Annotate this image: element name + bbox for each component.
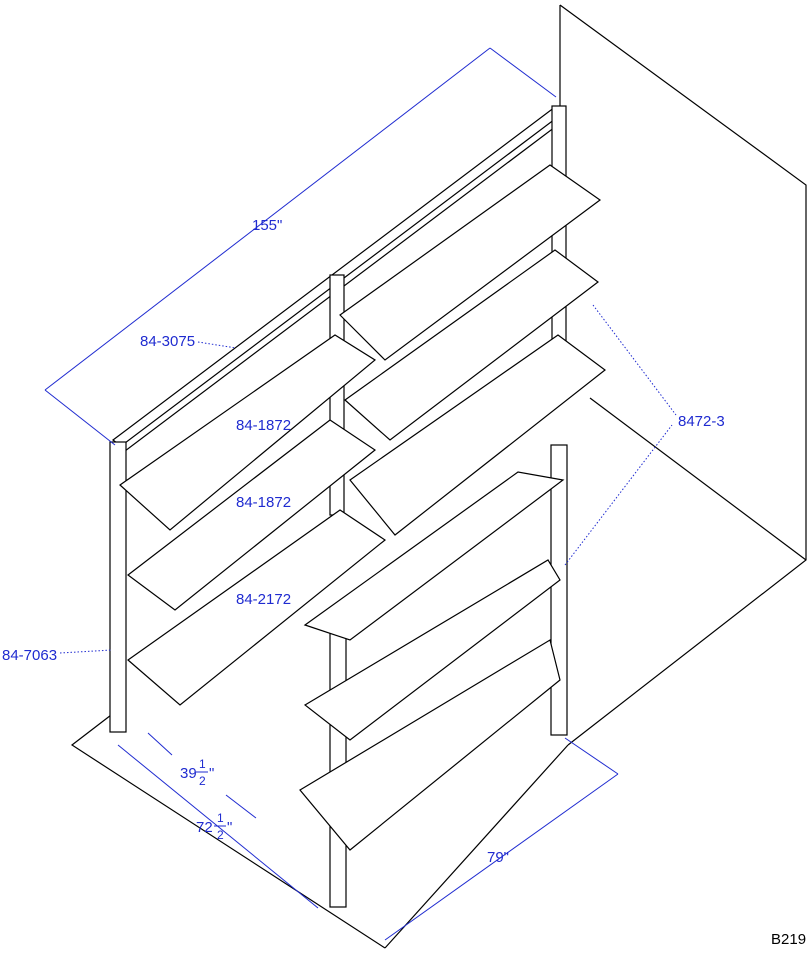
shelf-front-1 xyxy=(303,471,565,641)
shelf-right-1 xyxy=(339,164,602,361)
dim-depth-long: 72 xyxy=(196,819,213,836)
dim-depth-long-num: 1 xyxy=(217,811,224,825)
dim-depth-short-inch: " xyxy=(209,765,214,782)
dim-depth-short: 39 xyxy=(180,765,197,782)
upright-left xyxy=(109,441,127,733)
dim-depth-long-inch: " xyxy=(227,819,232,836)
upright-front-right xyxy=(550,444,568,736)
callout-upright: 84-7063 xyxy=(2,647,57,664)
room-outline xyxy=(70,4,807,949)
leader-lines xyxy=(59,304,677,654)
shelf-front-3 xyxy=(299,639,561,851)
shelf-left-3 xyxy=(127,509,387,706)
callout-shelf-middle: 84-1872 xyxy=(236,494,291,511)
drawing-code: B219 xyxy=(771,931,806,948)
shelf-left-1 xyxy=(119,334,377,531)
shelf-left-2 xyxy=(127,419,377,611)
callout-top-rail: 84-3075 xyxy=(140,333,195,350)
callout-shelf-lower: 84-2172 xyxy=(236,591,291,608)
lower-shelf-unit xyxy=(299,444,568,908)
dim-depth-short-num: 1 xyxy=(199,757,206,771)
dim-depth-long-den: 2 xyxy=(217,828,224,842)
shelf-front-2 xyxy=(303,559,561,741)
callout-shelf-upper: 84-1872 xyxy=(236,417,291,434)
upright-front-left xyxy=(329,611,347,908)
shelf-right-3 xyxy=(349,334,606,536)
shelf-right-2 xyxy=(344,249,599,441)
dim-depth-short-den: 2 xyxy=(199,774,206,788)
dim-length-lower: 79" xyxy=(487,849,509,866)
upper-shelf-unit xyxy=(109,105,606,733)
callout-shelf-right: 8472-3 xyxy=(678,413,725,430)
dim-length-total: 155" xyxy=(252,217,282,234)
